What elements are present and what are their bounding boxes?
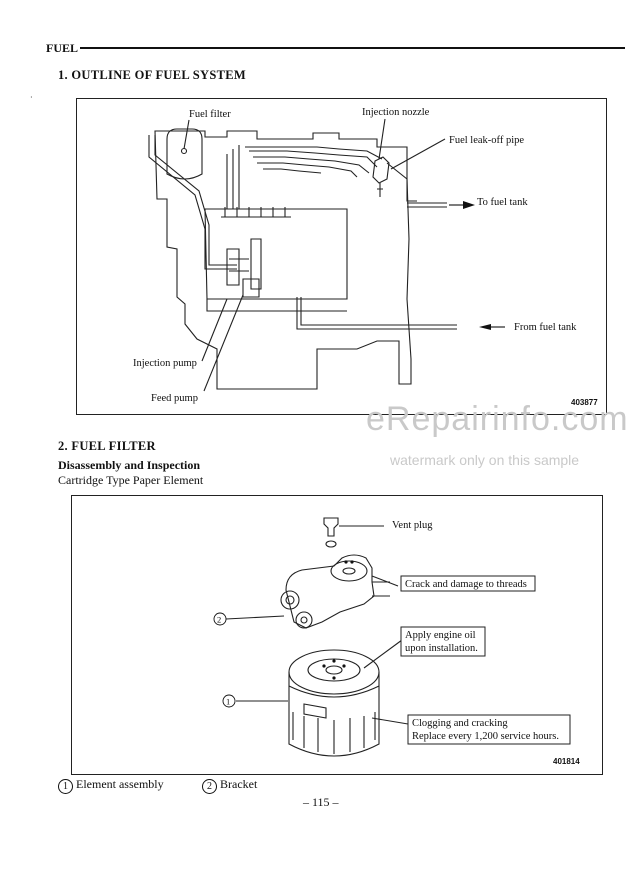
label-injection-pump: Injection pump [133,358,197,369]
label-clogging-1: Clogging and cracking [412,718,508,729]
page-number: – 115 – [303,795,339,809]
watermark-sub: watermark only on this sample [390,452,580,468]
callout-2: 2 [217,615,221,625]
label-crack-damage: Crack and damage to threads [405,579,527,590]
callout-1-circle [222,694,236,708]
label-feed-pump: Feed pump [151,393,198,404]
fuel-filter-drawing: Vent plug Crack and damage to threads Ap… [213,517,580,766]
section1-title: 1. OUTLINE OF FUEL SYSTEM [58,68,246,82]
label-fuel-filter: Fuel filter [189,109,231,120]
label-from-fuel-tank: From fuel tank [514,322,577,333]
label-apply-oil-2: upon installation. [405,643,478,654]
watermark-main: eRepairinfo.com [366,400,629,438]
caption-number-2: 2 [202,779,217,794]
header-rule [80,47,625,49]
callout-1: 1 [226,697,230,707]
fuel-filter-diagram: Vent plug Crack and damage to threads Ap… [71,495,603,775]
fuel-system-diagram: Fuel filter Injection nozzle Fuel leak-o… [76,98,607,415]
fuel-system-drawing: Fuel filter Injection nozzle Fuel leak-o… [133,107,598,407]
callout-2-circle [213,612,227,626]
caption-text-1: Element assembly [76,777,164,791]
label-clogging-2: Replace every 1,200 service hours. [412,731,559,742]
caption-number-1: 1 [58,779,73,794]
stray-mark: · [30,93,33,102]
section2-subtitle2: Cartridge Type Paper Element [58,473,204,487]
section2-subtitle: Disassembly and Inspection [58,458,201,472]
caption-text-2: Bracket [220,777,258,791]
label-fuel-leak-off-pipe: Fuel leak-off pipe [449,135,524,146]
figure-number-1: 403877 [571,398,598,407]
section-header: FUEL [46,41,79,55]
label-injection-nozzle: Injection nozzle [362,107,430,118]
label-to-fuel-tank: To fuel tank [477,197,528,208]
section2-title: 2. FUEL FILTER [58,439,156,453]
figure-number-2: 401814 [553,757,580,766]
label-apply-oil-1: Apply engine oil [405,630,476,641]
label-vent-plug: Vent plug [392,520,433,531]
